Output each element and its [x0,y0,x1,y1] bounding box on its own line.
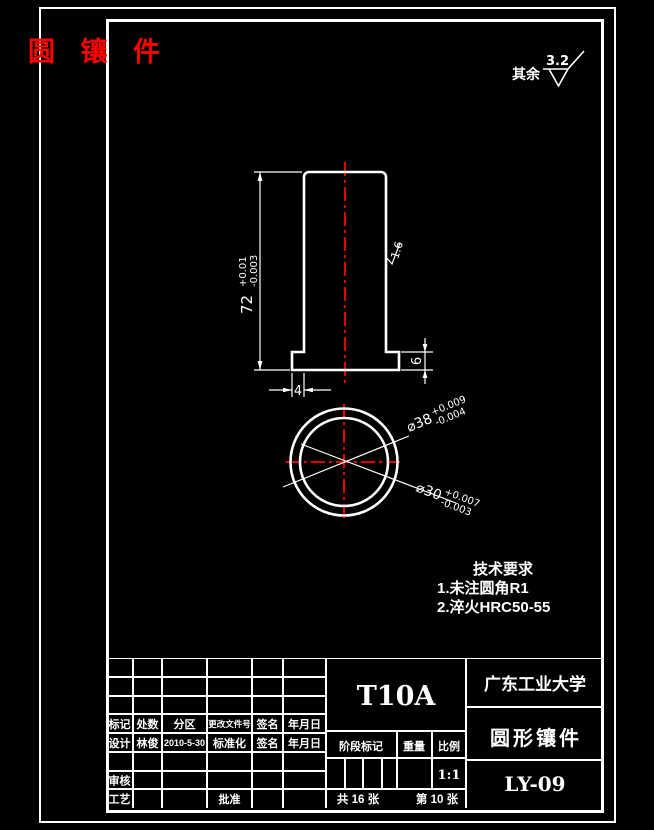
tb-standardization-label: 标准化 [212,736,246,750]
side-roughness-callout: 1.6 [385,240,406,266]
arrowhead [422,370,428,378]
tb-weight-label: 重量 [403,739,425,753]
tech-req-item-2: 2.淬火HRC50-55 [437,599,551,616]
tb-stage-label: 阶段标记 [339,739,383,753]
overlay-part-title: 圆 镶 件 [28,37,170,67]
tb-sign-label-2: 签名 [256,736,279,750]
dim-flange-thickness: 6 [401,338,433,384]
dim-step-lines [269,373,331,397]
title-block: 标记 处数 分区 更改文件号 签名 年月日 设计 林俊 2010-5-30 标准… [106,658,604,808]
outer-circle [289,407,399,517]
leader-inner-diameter [300,443,457,504]
side-roughness-value: 1.6 [388,240,406,261]
dim-height-value: 72 [238,295,256,314]
roughness-check-glyph [543,50,585,88]
tb-zone-label: 分区 [174,717,196,731]
tech-req-title: 技术要求 [473,561,534,578]
tb-organization: 广东工业大学 [484,674,586,694]
inner-circle [298,416,390,508]
tb-date-label: 年月日 [288,717,321,731]
tb-design-date: 2010-5-30 [164,738,205,748]
sheet-outer-border [39,7,616,823]
tb-sheets-total: 共 16 张 [337,792,380,806]
dim-inner-dia-value: ⌀30 [414,480,444,504]
tb-count-label: 处数 [136,717,160,731]
part-outline [290,170,401,372]
tb-process-label: 工艺 [109,792,131,806]
tb-drawing-number: LY-09 [504,772,565,796]
title-block-grid [106,658,604,808]
tb-sign-label: 签名 [256,717,279,731]
technical-requirements: 技术要求 1.未注圆角R1 2.淬火HRC50-55 [437,560,550,617]
tb-material: T10A [357,681,437,712]
tb-date-label-2: 年月日 [288,736,321,750]
arrowhead [304,387,313,393]
dim-height-lines [254,171,302,371]
arrowhead [257,172,263,181]
surface-finish-note: 其余 3.2 [512,50,585,88]
surface-roughness-value: 3.2 [546,54,569,69]
arrowhead [422,344,428,352]
front-view: 72 +0.01 -0.003 1.6 6 4 [238,162,433,399]
tb-mark-label: 标记 [108,717,131,731]
arrowhead [257,361,263,370]
tb-part-name: 圆形镶件 [490,726,582,750]
drawing-frame [106,19,604,813]
surface-roughness-icon: 3.2 [543,50,585,88]
tb-change-doc-label: 更改文件号 [208,719,251,729]
dim-height-lower-tol: -0.003 [249,255,260,287]
dim-flange-step: 4 [269,373,331,399]
tb-sheet-number: 第 10 张 [416,792,459,806]
arrowhead [283,387,292,393]
dim-outer-diameter: ⌀38 +0.009 -0.004 [404,394,468,436]
roughness-check-glyph [385,242,401,266]
tb-review-label: 审核 [109,774,131,788]
dim-flange-step-value: 4 [294,384,302,399]
tb-designer-name: 林俊 [137,736,159,750]
top-view: ⌀38 +0.009 -0.004 ⌀30 +0.007 -0.003 [282,394,482,521]
tb-design-label: 设计 [109,736,131,750]
surface-finish-prefix: 其余 [512,66,540,82]
dim-height-upper-tol: +0.01 [238,256,249,287]
tb-scale-value: 1:1 [438,768,461,783]
dim-flange-thickness-value: 6 [410,357,425,365]
tb-scale-label: 比例 [438,739,460,753]
dim-outer-dia-value: ⌀38 [404,411,434,436]
dim-height: 72 +0.01 -0.003 [238,171,302,371]
tb-approve-label: 批准 [219,792,241,806]
dim-inner-diameter: ⌀30 +0.007 -0.003 [414,480,482,519]
tech-req-item-1: 1.未注圆角R1 [437,580,529,597]
